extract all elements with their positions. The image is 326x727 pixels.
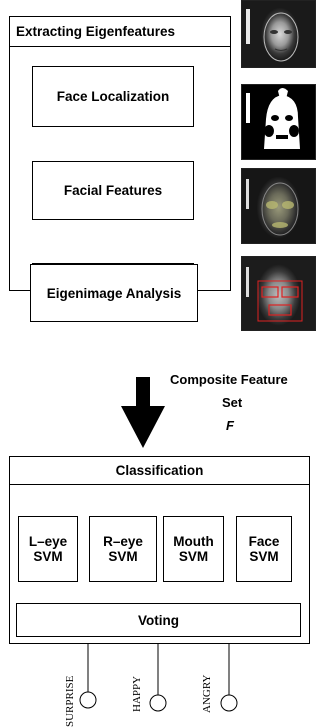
- svm-right-eye: R–eye SVM: [89, 516, 157, 582]
- classification-title: Classification: [115, 463, 204, 478]
- svm-label-line1: L–eye: [28, 534, 68, 549]
- face-features-highlight-image: [241, 168, 316, 244]
- extraction-title: Extracting Eigenfeatures: [16, 24, 176, 39]
- face-eigen-regions-image: [241, 256, 316, 331]
- output-label-happy: HAPPY: [131, 675, 143, 712]
- svm-label-line2: SVM: [33, 549, 63, 564]
- big-arrow-down: [121, 377, 165, 448]
- threshold-face-icon: [246, 88, 300, 149]
- classification-title-divider: [9, 484, 310, 485]
- face-thresholded-image: [241, 84, 316, 160]
- voting-box: Voting: [16, 603, 301, 637]
- step-label: Eigenimage Analysis: [46, 285, 182, 301]
- svm-label-line2: SVM: [178, 549, 209, 564]
- svm-mouth: Mouth SVM: [163, 516, 224, 582]
- features-highlight-icon: [246, 179, 299, 236]
- svm-face: Face SVM: [236, 516, 292, 582]
- svm-label-line1: R–eye: [103, 534, 143, 549]
- eigen-regions-icon: [246, 267, 303, 322]
- eigenimage-analysis-step-box: Eigenimage Analysis: [30, 264, 198, 322]
- face-sketch-icon: [246, 9, 299, 62]
- extraction-panel: [9, 16, 231, 291]
- svm-label-line2: SVM: [249, 549, 279, 564]
- step-label: Facial Features: [63, 183, 163, 198]
- voting-label: Voting: [138, 612, 179, 628]
- svm-label-line1: Mouth: [173, 534, 214, 549]
- output-connectors: [79, 637, 238, 712]
- step-facial-features: Facial Features: [32, 161, 194, 220]
- output-label-angry: ANGRY: [201, 674, 213, 713]
- extraction-title-divider: [9, 46, 231, 47]
- output-label-surprise: SURPRISE: [64, 675, 76, 727]
- svm-left-eye: L–eye SVM: [18, 516, 78, 582]
- step-face-localization: Face Localization: [32, 66, 194, 127]
- composite-line2: Set: [222, 395, 243, 410]
- svm-label-line2: SVM: [108, 549, 138, 564]
- step-label: Face Localization: [56, 89, 170, 104]
- composite-line1: Composite Feature: [170, 372, 288, 387]
- svm-label-line1: Face: [248, 534, 280, 549]
- face-grayscale-image: [241, 0, 316, 68]
- composite-symbol: F: [226, 418, 234, 433]
